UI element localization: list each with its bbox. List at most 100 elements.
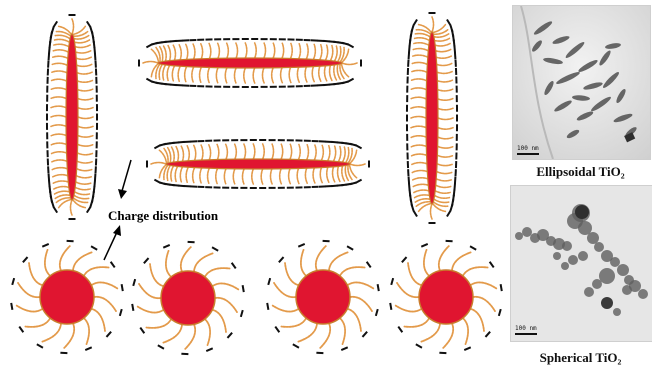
ligand (439, 246, 449, 271)
ligand (226, 144, 228, 159)
negative-charge (205, 85, 212, 87)
ligand (78, 89, 93, 91)
negative-charge (287, 38, 294, 40)
ligand (175, 166, 177, 181)
ligand (252, 169, 254, 184)
nanosphere (584, 287, 594, 297)
negative-charge (48, 174, 50, 181)
ligand (52, 79, 67, 81)
negative-charge (429, 222, 436, 224)
negative-charge (197, 85, 204, 87)
negative-charge (250, 139, 257, 141)
ligand (159, 65, 162, 80)
nanosphere (562, 241, 572, 251)
ligand (307, 145, 309, 160)
ligand (200, 67, 202, 82)
ligand (413, 49, 428, 51)
negative-charge (46, 114, 48, 121)
negative-charge (197, 186, 204, 188)
ligand (201, 44, 203, 59)
ligand (172, 147, 175, 162)
negative-charge (270, 38, 277, 40)
ligand (76, 176, 91, 178)
ligand (234, 68, 236, 83)
ligand (396, 306, 422, 312)
negative-charge (406, 143, 408, 150)
negative-charge (266, 303, 269, 310)
ligand (263, 144, 265, 159)
ligand (194, 145, 196, 160)
negative-charge (96, 86, 98, 93)
ellipsoid-left (46, 14, 98, 220)
negative-charge (146, 161, 148, 168)
charge-distribution-label: Charge distribution (108, 208, 218, 224)
negative-charge (36, 343, 43, 348)
negative-charge (406, 86, 408, 93)
negative-charge (287, 187, 294, 189)
ligand (18, 283, 40, 297)
ligand (436, 185, 451, 187)
ligand (55, 35, 70, 38)
ligand (270, 169, 272, 184)
negative-charge (96, 114, 98, 121)
ligand (463, 267, 488, 276)
negative-charge (10, 303, 13, 310)
ligand (312, 67, 314, 82)
ligand (301, 250, 306, 276)
ligand (326, 45, 328, 60)
negative-charge (279, 38, 286, 40)
negative-charge (250, 187, 257, 189)
ligand (290, 144, 292, 159)
ligand (272, 68, 274, 83)
ligand (320, 323, 330, 348)
ligand (76, 51, 91, 53)
negative-charge (261, 86, 268, 88)
ligand (53, 50, 68, 52)
negative-charge (295, 186, 302, 188)
ligand (72, 19, 74, 34)
negative-charge (197, 140, 204, 142)
negative-charge (296, 39, 303, 41)
ligand (75, 192, 90, 195)
negative-charge (312, 186, 319, 188)
ligand (150, 264, 164, 286)
spherical-particles (10, 240, 503, 355)
negative-charge (242, 86, 249, 88)
ligand (179, 45, 181, 60)
tio2-core (161, 271, 215, 325)
negative-charge (270, 86, 277, 88)
ligand (51, 97, 66, 99)
ligand (167, 65, 169, 80)
ligand (414, 43, 429, 45)
negative-charge (316, 352, 323, 354)
ligand (205, 268, 230, 277)
negative-charge (242, 38, 249, 40)
negative-charge (188, 241, 195, 243)
ligand (325, 66, 327, 81)
ligand (435, 191, 450, 193)
negative-charge (95, 150, 97, 157)
negative-charge (360, 60, 362, 67)
ligand (298, 323, 317, 341)
ligand (253, 144, 255, 159)
negative-charge (304, 140, 311, 142)
ligand (163, 65, 166, 80)
ligand (313, 44, 315, 59)
ligand (330, 65, 332, 80)
ligand (172, 66, 174, 81)
negative-charge (406, 115, 408, 122)
negative-charge (139, 327, 145, 334)
ligand (245, 43, 247, 58)
negative-charge (18, 326, 24, 333)
nanosphere (610, 257, 620, 267)
negative-charge (489, 261, 495, 268)
ligand (77, 161, 92, 163)
negative-charge (413, 19, 418, 26)
ligand (212, 310, 226, 332)
negative-charge (411, 25, 415, 32)
ligand (42, 323, 61, 341)
ligand (412, 70, 427, 72)
negative-charge (205, 186, 212, 188)
ligand (285, 263, 299, 285)
ligand (233, 169, 235, 184)
